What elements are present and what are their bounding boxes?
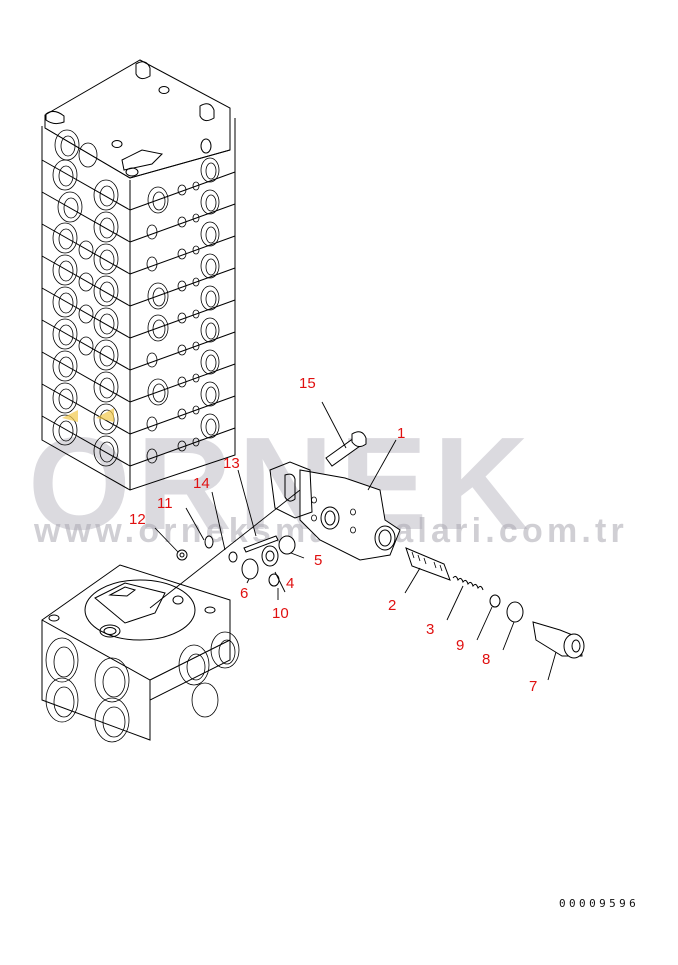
- part-11-o-ring: [204, 535, 214, 549]
- part-6-o-ring: [241, 558, 259, 580]
- callout-9: 9: [456, 637, 465, 654]
- callout-6: 6: [240, 585, 249, 602]
- part-12-nut: [176, 549, 188, 561]
- watermark-brand: ORNEK: [28, 410, 535, 557]
- callout-4: 4: [286, 575, 295, 592]
- callout-2: 2: [388, 597, 397, 614]
- part-8-o-ring: [506, 601, 524, 623]
- part-5-o-ring: [278, 535, 296, 555]
- part-1-valve-housing: [269, 461, 401, 561]
- part-4-plug: [261, 545, 279, 567]
- part-14-o-ring: [228, 551, 238, 563]
- callout-3: 3: [426, 621, 435, 638]
- part-3-spring: [452, 575, 484, 591]
- part-15-bolt: [325, 431, 367, 467]
- valve-base-body: [41, 564, 240, 743]
- part-13-pin: [243, 535, 279, 553]
- part-7-plug: [532, 621, 585, 659]
- callout-13: 13: [223, 455, 240, 472]
- callout-14: 14: [193, 475, 210, 492]
- part-9-o-ring: [489, 594, 501, 608]
- callout-1: 1: [397, 425, 406, 442]
- callout-5: 5: [314, 552, 323, 569]
- valve-stack-assembly: [41, 59, 236, 491]
- callout-12: 12: [129, 511, 146, 528]
- callout-8: 8: [482, 651, 491, 668]
- part-2-spool: [405, 547, 451, 581]
- callout-10: 10: [272, 605, 289, 622]
- callout-11: 11: [157, 495, 173, 512]
- document-number: 00009596: [559, 897, 640, 910]
- part-10-o-ring: [268, 573, 280, 587]
- callout-15: 15: [299, 375, 316, 392]
- callout-7: 7: [529, 678, 538, 695]
